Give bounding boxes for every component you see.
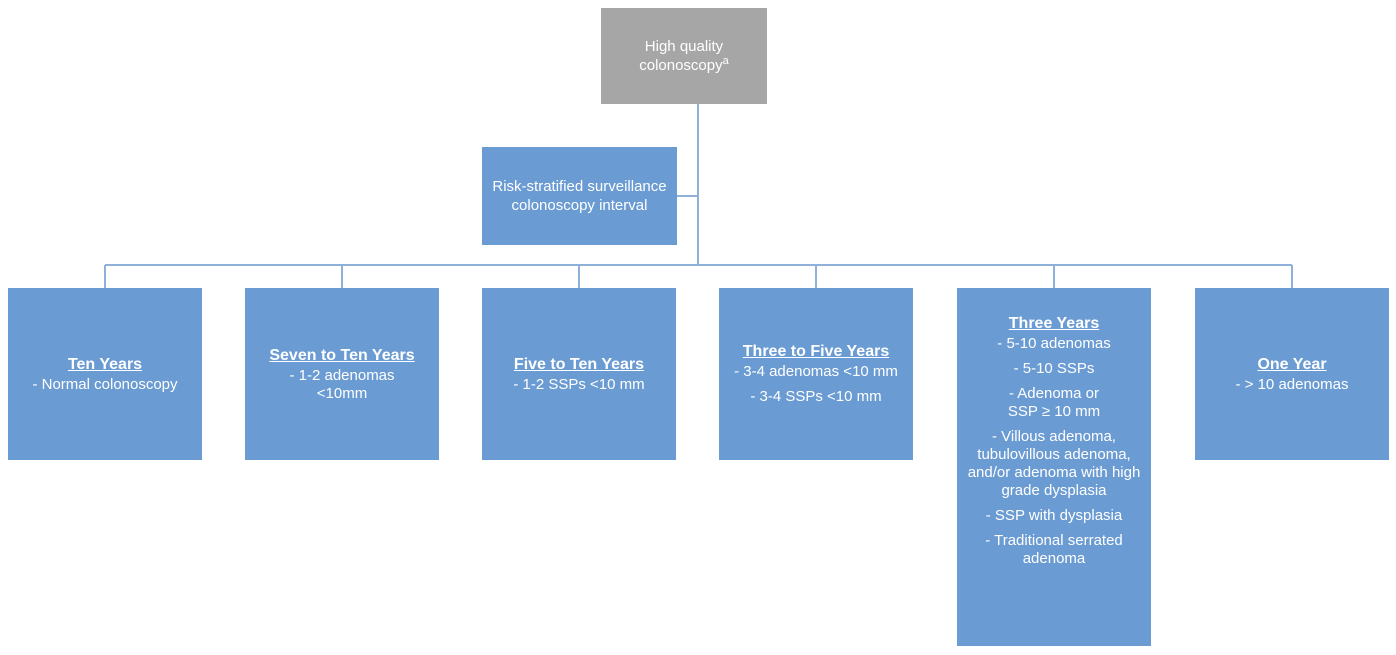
interval-criterion: - > 10 adenomas — [1235, 375, 1349, 393]
interval-title: Ten Years — [67, 355, 143, 373]
interval-title: Five to Ten Years — [513, 355, 645, 373]
interval-criterion: - Normal colonoscopy — [32, 375, 178, 393]
surveillance-interval-label-node: Risk-stratified surveillance colonoscopy… — [482, 147, 677, 245]
interval-criterion: - Adenoma or SSP ≥ 10 mm — [1007, 385, 1101, 420]
interval-criterion: - Traditional serrated adenoma — [985, 532, 1123, 567]
interval-criteria: - > 10 adenomas — [1203, 376, 1381, 394]
interval-criteria: - 3-4 adenomas <10 mm - 3-4 SSPs <10 mm — [727, 363, 905, 406]
interval-title: Three to Five Years — [742, 343, 890, 360]
interval-node-one-year: One Year - > 10 adenomas — [1195, 288, 1389, 460]
interval-criterion: - 1-2 adenomas <10mm — [289, 366, 395, 402]
interval-criterion: - SSP with dysplasia — [985, 507, 1123, 524]
interval-criterion: - 5-10 adenomas — [997, 335, 1111, 352]
interval-node-ten-years: Ten Years - Normal colonoscopy — [8, 288, 202, 460]
interval-criteria: - Normal colonoscopy — [16, 376, 194, 394]
interval-node-five-to-ten-years: Five to Ten Years - 1-2 SSPs <10 mm — [482, 288, 676, 460]
root-node-text: High quality colonoscopya — [609, 37, 759, 75]
interval-node-three-to-five-years: Three to Five Years - 3-4 adenomas <10 m… — [719, 288, 913, 460]
interval-node-seven-to-ten-years: Seven to Ten Years - 1-2 adenomas <10mm — [245, 288, 439, 460]
surveillance-interval-label-text: Risk-stratified surveillance colonoscopy… — [492, 178, 667, 214]
root-node-label: High quality colonoscopy — [639, 38, 724, 74]
interval-criterion: - 5-10 SSPs — [1013, 360, 1095, 377]
interval-title: Seven to Ten Years — [269, 346, 415, 364]
interval-title: One Year — [1257, 355, 1327, 373]
interval-criteria: - 1-2 adenomas <10mm — [253, 367, 431, 403]
root-node: High quality colonoscopya — [601, 8, 767, 104]
interval-criterion: - 3-4 adenomas <10 mm — [734, 363, 898, 380]
root-node-footnote: a — [722, 55, 729, 67]
interval-title: Three Years — [1008, 315, 1100, 332]
interval-criteria: - 1-2 SSPs <10 mm — [490, 376, 668, 394]
interval-criterion: - 1-2 SSPs <10 mm — [513, 375, 645, 393]
interval-criteria: - 5-10 adenomas - 5-10 SSPs - Adenoma or… — [965, 335, 1143, 568]
interval-criterion: - Villous adenoma, tubulovillous adenoma… — [967, 428, 1141, 499]
interval-node-three-years: Three Years - 5-10 adenomas - 5-10 SSPs … — [957, 288, 1151, 646]
interval-criterion: - 3-4 SSPs <10 mm — [750, 388, 882, 405]
